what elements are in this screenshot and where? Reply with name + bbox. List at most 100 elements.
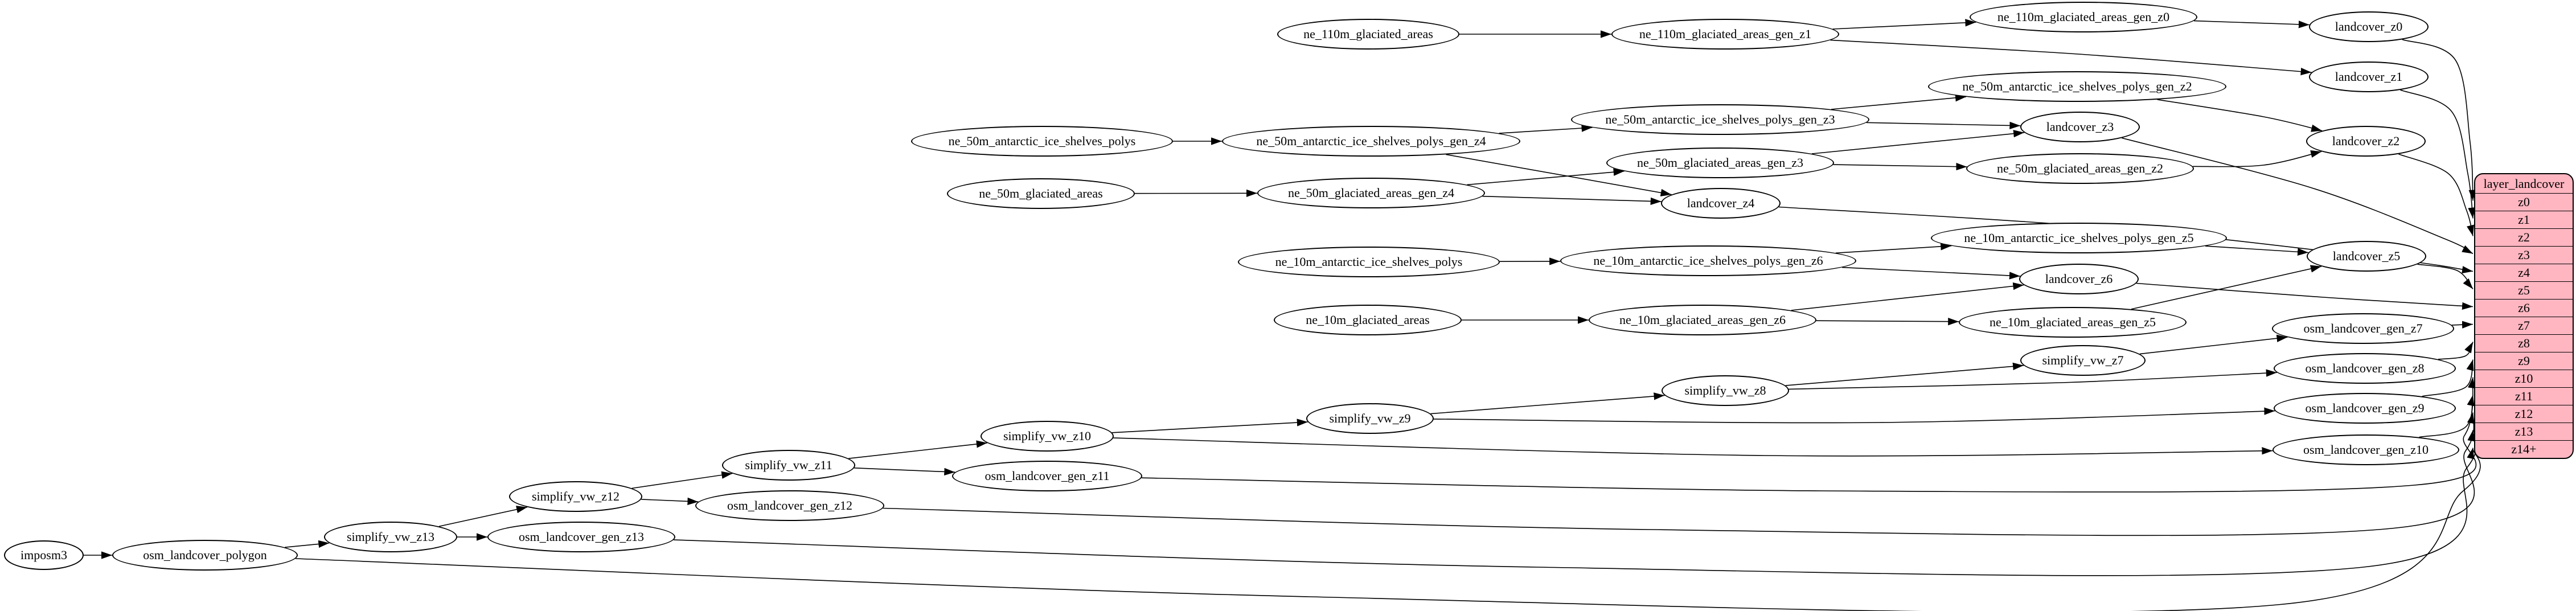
edge-ne_10m_antarctic_ice_shelves_polys_gen_z5-to-landcover_z5 — [2205, 245, 2309, 256]
edge-ne_10m_glaciated_areas_gen_z5-to-landcover_z5 — [2131, 265, 2322, 310]
edge-osm_landcover_gen_z8-to-table-z8 — [2438, 342, 2474, 360]
edge-landcover_z6-to-table-z6 — [2136, 282, 2474, 310]
node-ne_10m_antarctic_ice_shelves_polys_gen_z5: ne_10m_antarctic_ice_shelves_polys_gen_z… — [1931, 223, 2227, 253]
node-ne_50m_antarctic_ice_shelves_polys_gen_z3: ne_50m_antarctic_ice_shelves_polys_gen_z… — [1571, 104, 1869, 135]
table-row-z13: z13 — [2475, 423, 2573, 440]
edge-simplify_vw_z10-to-simplify_vw_z9 — [1111, 419, 1308, 433]
edge-simplify_vw_z11-to-simplify_vw_z10 — [848, 440, 987, 459]
table-row-z14+: z14+ — [2475, 440, 2573, 458]
node-ne_50m_glaciated_areas_gen_z3: ne_50m_glaciated_areas_gen_z3 — [1606, 147, 1834, 178]
edge-ne_10m_antarctic_ice_shelves_polys_gen_z6-to-ne_10m_antarctic_ice_shelves_polys_gen_z5 — [1835, 243, 1952, 254]
edge-ne_50m_antarctic_ice_shelves_polys_gen_z3-to-landcover_z3 — [1866, 121, 2021, 130]
node-label: imposm3 — [20, 548, 67, 562]
node-label: simplify_vw_z13 — [347, 530, 434, 544]
node-ne_50m_antarctic_ice_shelves_polys_gen_z2: ne_50m_antarctic_ice_shelves_polys_gen_z… — [1928, 71, 2226, 102]
node-label: osm_landcover_polygon — [143, 548, 267, 562]
node-label: landcover_z4 — [1687, 196, 1755, 210]
node-simplify_vw_z11: simplify_vw_z11 — [722, 450, 855, 481]
table-row-z10: z10 — [2475, 370, 2573, 387]
edge-ne_50m_antarctic_ice_shelves_polys_gen_z3-to-ne_50m_antarctic_ice_shelves_polys_gen_z2 — [1831, 94, 1967, 110]
edge-simplify_vw_z10-to-osm_landcover_gen_z10 — [1113, 437, 2273, 457]
edge-ne_50m_glaciated_areas_gen_z3-to-ne_50m_glaciated_areas_gen_z2 — [1833, 162, 1967, 171]
table-row-z12: z12 — [2475, 405, 2573, 423]
edge-ne_50m_glaciated_areas_gen_z4-to-landcover_z4 — [1482, 195, 1662, 205]
table-row-z5: z5 — [2475, 281, 2573, 299]
table-row-z6: z6 — [2475, 299, 2573, 317]
node-landcover_z4: landcover_z4 — [1661, 188, 1781, 219]
edge-landcover_z1-to-table-z1 — [2400, 89, 2476, 219]
node-label: landcover_z3 — [2046, 120, 2114, 134]
node-ne_10m_antarctic_ice_shelves_polys: ne_10m_antarctic_ice_shelves_polys — [1238, 247, 1500, 277]
node-ne_50m_glaciated_areas_gen_z4: ne_50m_glaciated_areas_gen_z4 — [1257, 178, 1485, 208]
edge-simplify_vw_z7-to-osm_landcover_gen_z7 — [2139, 334, 2288, 355]
node-ne_50m_glaciated_areas_gen_z2: ne_50m_glaciated_areas_gen_z2 — [1966, 153, 2194, 184]
edge-osm_landcover_gen_z10-to-table-z10 — [2419, 377, 2476, 438]
table-row-z7: z7 — [2475, 317, 2573, 334]
layer-table-title: layer_landcover — [2483, 176, 2565, 191]
edge-landcover_z0-to-table-z0 — [2402, 39, 2476, 201]
node-label: ne_10m_glaciated_areas_gen_z5 — [1990, 315, 2156, 329]
node-label: ne_110m_glaciated_areas_gen_z0 — [1997, 10, 2170, 24]
node-label: osm_landcover_gen_z11 — [985, 469, 1110, 483]
edge-osm_landcover_gen_z12-to-table-z12 — [883, 412, 2475, 536]
node-label: ne_10m_antarctic_ice_shelves_polys — [1275, 255, 1463, 269]
node-ne_10m_glaciated_areas: ne_10m_glaciated_areas — [1274, 305, 1462, 335]
node-osm_landcover_gen_z11: osm_landcover_gen_z11 — [952, 461, 1142, 491]
node-label: ne_10m_glaciated_areas_gen_z6 — [1619, 313, 1786, 327]
edge-ne_110m_glaciated_areas_gen_z1-to-landcover_z1 — [1830, 39, 2312, 76]
edge-simplify_vw_z9-to-simplify_vw_z8 — [1430, 392, 1665, 415]
node-label: ne_50m_antarctic_ice_shelves_polys_gen_z… — [1962, 79, 2192, 93]
node-ne_10m_glaciated_areas_gen_z6: ne_10m_glaciated_areas_gen_z6 — [1589, 305, 1816, 335]
node-label: simplify_vw_z10 — [1003, 429, 1091, 443]
node-label: ne_110m_glaciated_areas_gen_z1 — [1639, 27, 1812, 41]
node-label: ne_50m_antarctic_ice_shelves_polys_gen_z… — [1605, 112, 1835, 126]
node-simplify_vw_z12: simplify_vw_z12 — [509, 481, 642, 512]
edge-ne_10m_glaciated_areas_gen_z6-to-landcover_z6 — [1791, 282, 2024, 311]
edge-ne_10m_antarctic_ice_shelves_polys_gen_z6-to-landcover_z6 — [1841, 266, 2020, 280]
node-ne_110m_glaciated_areas_gen_z1: ne_110m_glaciated_areas_gen_z1 — [1611, 19, 1839, 50]
node-label: landcover_z2 — [2332, 134, 2400, 148]
edge-simplify_vw_z8-to-simplify_vw_z7 — [1785, 362, 2024, 386]
node-label: ne_50m_antarctic_ice_shelves_polys — [948, 134, 1136, 148]
node-simplify_vw_z10: simplify_vw_z10 — [981, 421, 1114, 452]
node-label: simplify_vw_z11 — [745, 458, 832, 472]
edge-ne_50m_antarctic_ice_shelves_polys_gen_z4-to-landcover_z4 — [1446, 154, 1672, 196]
node-label: ne_10m_antarctic_ice_shelves_polys_gen_z… — [1593, 253, 1823, 268]
table-row-z9: z9 — [2475, 352, 2573, 370]
edge-simplify_vw_z12-to-simplify_vw_z11 — [631, 471, 733, 489]
edge-landcover_z2-to-table-z2 — [2398, 153, 2474, 236]
node-label: landcover_z5 — [2332, 249, 2401, 263]
edge-ne_50m_antarctic_ice_shelves_polys_gen_z4-to-ne_50m_antarctic_ice_shelves_polys_gen_z3 — [1499, 124, 1593, 134]
table-row-z11: z11 — [2475, 387, 2573, 405]
node-label: ne_50m_antarctic_ice_shelves_polys_gen_z… — [1256, 134, 1486, 148]
node-osm_landcover_gen_z12: osm_landcover_gen_z12 — [695, 490, 884, 521]
node-label: ne_10m_antarctic_ice_shelves_polys_gen_z… — [1964, 231, 2194, 245]
edge-osm_landcover_polygon-to-table-z14+ — [295, 448, 2481, 611]
edge-ne_10m_glaciated_areas_gen_z6-to-ne_10m_glaciated_areas_gen_z5 — [1816, 318, 1959, 326]
edge-osm_landcover_gen_z9-to-table-z9 — [2422, 359, 2474, 397]
node-ne_110m_glaciated_areas: ne_110m_glaciated_areas — [1277, 19, 1459, 50]
node-label: osm_landcover_gen_z8 — [2305, 361, 2425, 375]
table-row-z2: z2 — [2475, 228, 2573, 246]
node-label: landcover_z1 — [2335, 69, 2403, 84]
node-ne_50m_antarctic_ice_shelves_polys: ne_50m_antarctic_ice_shelves_polys — [911, 126, 1173, 157]
node-ne_50m_glaciated_areas: ne_50m_glaciated_areas — [947, 178, 1135, 209]
node-landcover_z0: landcover_z0 — [2309, 11, 2429, 42]
node-label: osm_landcover_gen_z10 — [2303, 442, 2429, 457]
node-label: simplify_vw_z12 — [532, 489, 620, 503]
node-ne_50m_antarctic_ice_shelves_polys_gen_z4: ne_50m_antarctic_ice_shelves_polys_gen_z… — [1222, 126, 1520, 157]
node-label: osm_landcover_gen_z13 — [519, 530, 644, 544]
node-landcover_z6: landcover_z6 — [2019, 264, 2139, 294]
edge-simplify_vw_z13-to-simplify_vw_z12 — [438, 506, 528, 527]
table-row-z3: z3 — [2475, 246, 2573, 264]
edge-osm_landcover_gen_z11-to-table-z11 — [1141, 395, 2477, 493]
node-osm_landcover_gen_z8: osm_landcover_gen_z8 — [2274, 353, 2456, 384]
node-simplify_vw_z9: simplify_vw_z9 — [1306, 403, 1434, 434]
node-landcover_z2: landcover_z2 — [2306, 126, 2426, 157]
node-label: ne_50m_glaciated_areas_gen_z2 — [1997, 161, 2163, 175]
node-label: osm_landcover_gen_z9 — [2305, 401, 2425, 415]
